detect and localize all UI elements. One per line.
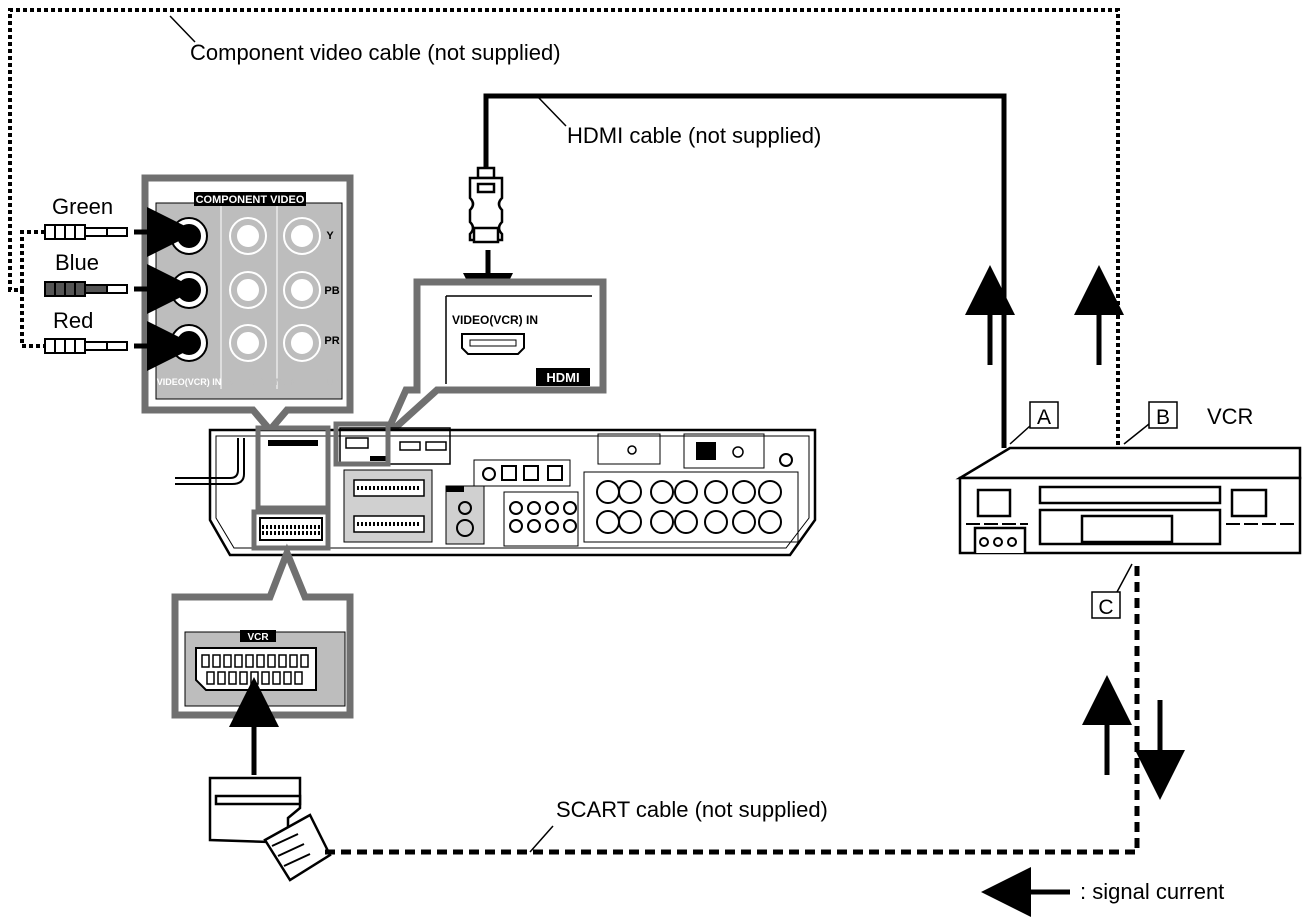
jack-video-y xyxy=(170,217,208,255)
marker-boxes xyxy=(1029,401,1178,619)
green-label: Green xyxy=(52,194,113,219)
jack-video-pb xyxy=(170,271,208,309)
jack-dvd-y xyxy=(229,217,267,255)
marker-c: C xyxy=(1098,596,1113,619)
rca-plug-red xyxy=(44,338,128,354)
component-video-cable xyxy=(8,8,1120,452)
label-pr: PR xyxy=(324,335,339,347)
vcr-label: VCR xyxy=(1207,404,1253,429)
col-label-monitor-out: MONITOR OUT xyxy=(275,377,339,387)
col-label-dvr-dvd-in: DVR/DVD IN xyxy=(223,377,275,387)
hdmi-cable-label: HDMI cable (not supplied) xyxy=(567,123,821,148)
hdmi-plug xyxy=(468,166,504,244)
jack-monitor-pb xyxy=(283,271,321,309)
jack-video-pr xyxy=(170,324,208,362)
hdmi-panel xyxy=(381,278,607,440)
red-label: Red xyxy=(53,308,93,333)
marker-a: A xyxy=(1037,406,1051,429)
hdmi-panel-badge: HDMI xyxy=(546,370,579,385)
component-panel-header: COMPONENT VIDEO xyxy=(196,194,305,206)
scart-panel-label: VCR xyxy=(247,632,269,643)
hdmi-panel-label: VIDEO(VCR) IN xyxy=(452,313,538,327)
receiver-rear-panel xyxy=(175,421,817,557)
component-callout-line xyxy=(169,15,196,43)
label-pb: PB xyxy=(324,285,339,297)
component-cable-label: Component video cable (not supplied) xyxy=(190,40,561,65)
scart-cable-label: SCART cable (not supplied) xyxy=(556,797,828,822)
hdmi-cable xyxy=(483,93,1007,448)
rca-plug-green xyxy=(44,224,128,240)
blue-label: Blue xyxy=(55,250,99,275)
vcr-device xyxy=(955,446,1302,555)
legend-text: : signal current xyxy=(1080,879,1224,904)
hdmi-callout-line xyxy=(536,95,567,127)
jack-dvd-pb xyxy=(229,271,267,309)
label-y: Y xyxy=(326,230,334,242)
jack-monitor-y xyxy=(283,217,321,255)
scart-callout-line xyxy=(529,825,554,853)
jack-dvd-pr xyxy=(229,324,267,362)
rca-plug-blue xyxy=(44,281,128,297)
marker-b: B xyxy=(1156,406,1170,429)
scart-plug xyxy=(208,776,332,882)
component-jacks xyxy=(170,217,321,362)
col-label-video-vcr-in: VIDEO(VCR) IN xyxy=(157,377,222,387)
jack-monitor-pr xyxy=(283,324,321,362)
